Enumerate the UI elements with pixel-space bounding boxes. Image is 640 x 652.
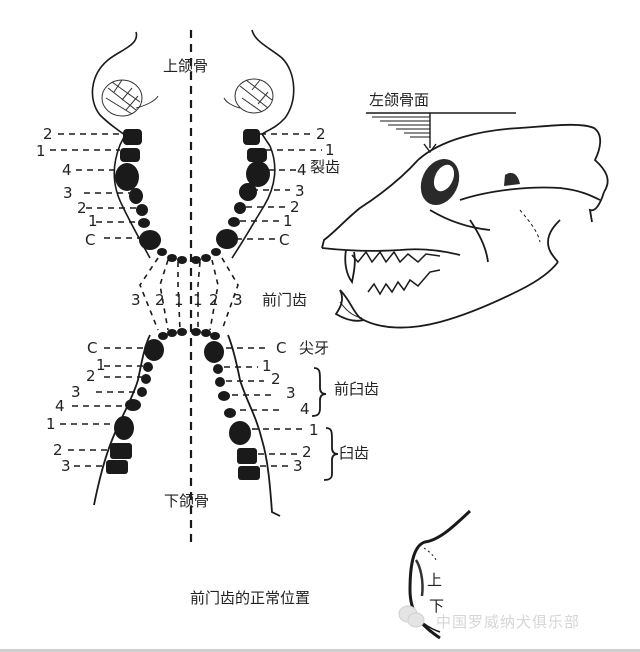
- bottom-divider: [0, 649, 640, 652]
- upper-left-tooth-label: 1: [88, 212, 98, 230]
- lower-right-leaders: [224, 347, 306, 467]
- skull-illustration: [321, 112, 609, 329]
- upper-right-tooth-label: 3: [295, 182, 305, 200]
- lower-jaw-label: 下颌骨: [164, 492, 210, 510]
- lower-left-tooth-label: 3: [71, 383, 81, 401]
- upper-left-leaders: [50, 133, 140, 239]
- upper-jaw-right-outline: [231, 29, 295, 259]
- lower-left-teeth: [106, 328, 187, 474]
- upper-left-tooth-label: 2: [43, 125, 53, 143]
- molars-label: 臼齿: [339, 444, 370, 462]
- lower-right-teeth: [191, 328, 260, 480]
- palate-left: [101, 79, 159, 117]
- upper-jaw-left-outline: [91, 31, 151, 259]
- lower-jaw-left-outline: [93, 334, 151, 506]
- lower-right-tooth-label: 1: [262, 357, 272, 375]
- upper-right-tooth-label: C: [279, 231, 290, 249]
- upper-right-tooth-label: 1: [283, 212, 293, 230]
- palate-right: [223, 78, 274, 114]
- lower-right-tooth-label: 3: [286, 384, 296, 402]
- carnassial-label: 裂齿: [310, 158, 341, 176]
- upper-left-tooth-label: C: [85, 231, 96, 249]
- upper-jaw-label: 上颌骨: [163, 57, 209, 75]
- upper-left-teeth: [115, 129, 187, 264]
- incisor-label: 3: [233, 291, 243, 309]
- lower-left-tooth-label: 2: [53, 441, 63, 459]
- lower-right-tooth-label: 2: [302, 443, 312, 461]
- lower-left-tooth-label: 1: [46, 415, 56, 433]
- lower-right-tooth-label: 1: [309, 421, 319, 439]
- lower-left-tooth-label: 4: [55, 397, 65, 415]
- incisors-label: 前门齿: [262, 291, 308, 309]
- upper-left-tooth-label: 1: [36, 142, 46, 160]
- lower-left-tooth-label: 2: [86, 367, 96, 385]
- upper-right-tooth-label: 1: [325, 141, 335, 159]
- lower-left-tooth-label: 3: [61, 457, 71, 475]
- lower-left-leaders: [60, 347, 146, 467]
- incisor-label: 3: [131, 291, 141, 309]
- canine-label: 尖牙: [299, 339, 330, 357]
- lower-left-tooth-label: C: [87, 339, 98, 357]
- incisor-label: 1: [193, 291, 203, 309]
- lower-jaw-right-outline: [227, 334, 281, 517]
- lower-right-tooth-label: 3: [293, 457, 303, 475]
- upper-right-tooth-label: 2: [290, 198, 300, 216]
- diagram-title: 前门齿的正常位置: [190, 589, 311, 607]
- lower-left-tooth-label: 1: [96, 356, 106, 374]
- upper-right-teeth: [191, 129, 270, 264]
- bite-upper-label: 上: [427, 571, 443, 589]
- premolar-brace: [311, 367, 327, 417]
- watermark-text: 中国罗威纳犬俱乐部: [436, 613, 581, 631]
- upper-left-tooth-label: 2: [77, 199, 87, 217]
- upper-right-tooth-label: 2: [316, 125, 326, 143]
- upper-right-leaders: [236, 133, 322, 240]
- wechat-icon: [398, 605, 425, 628]
- upper-left-tooth-label: 4: [62, 161, 72, 179]
- upper-left-tooth-label: 3: [63, 184, 73, 202]
- bite-lower-label: 下: [429, 597, 445, 615]
- lower-right-tooth-label: 4: [300, 400, 310, 418]
- incisor-leaders: [139, 257, 239, 331]
- incisor-label: 2: [209, 291, 219, 309]
- molar-brace: [323, 427, 339, 481]
- incisor-label: 1: [174, 291, 184, 309]
- skull-label: 左颌骨面: [369, 91, 430, 109]
- upper-right-tooth-label: 4: [297, 161, 307, 179]
- lower-right-tooth-label: 2: [271, 370, 281, 388]
- premolars-label: 前臼齿: [334, 380, 380, 398]
- incisor-label: 2: [155, 291, 165, 309]
- lower-right-tooth-label: C: [276, 339, 287, 357]
